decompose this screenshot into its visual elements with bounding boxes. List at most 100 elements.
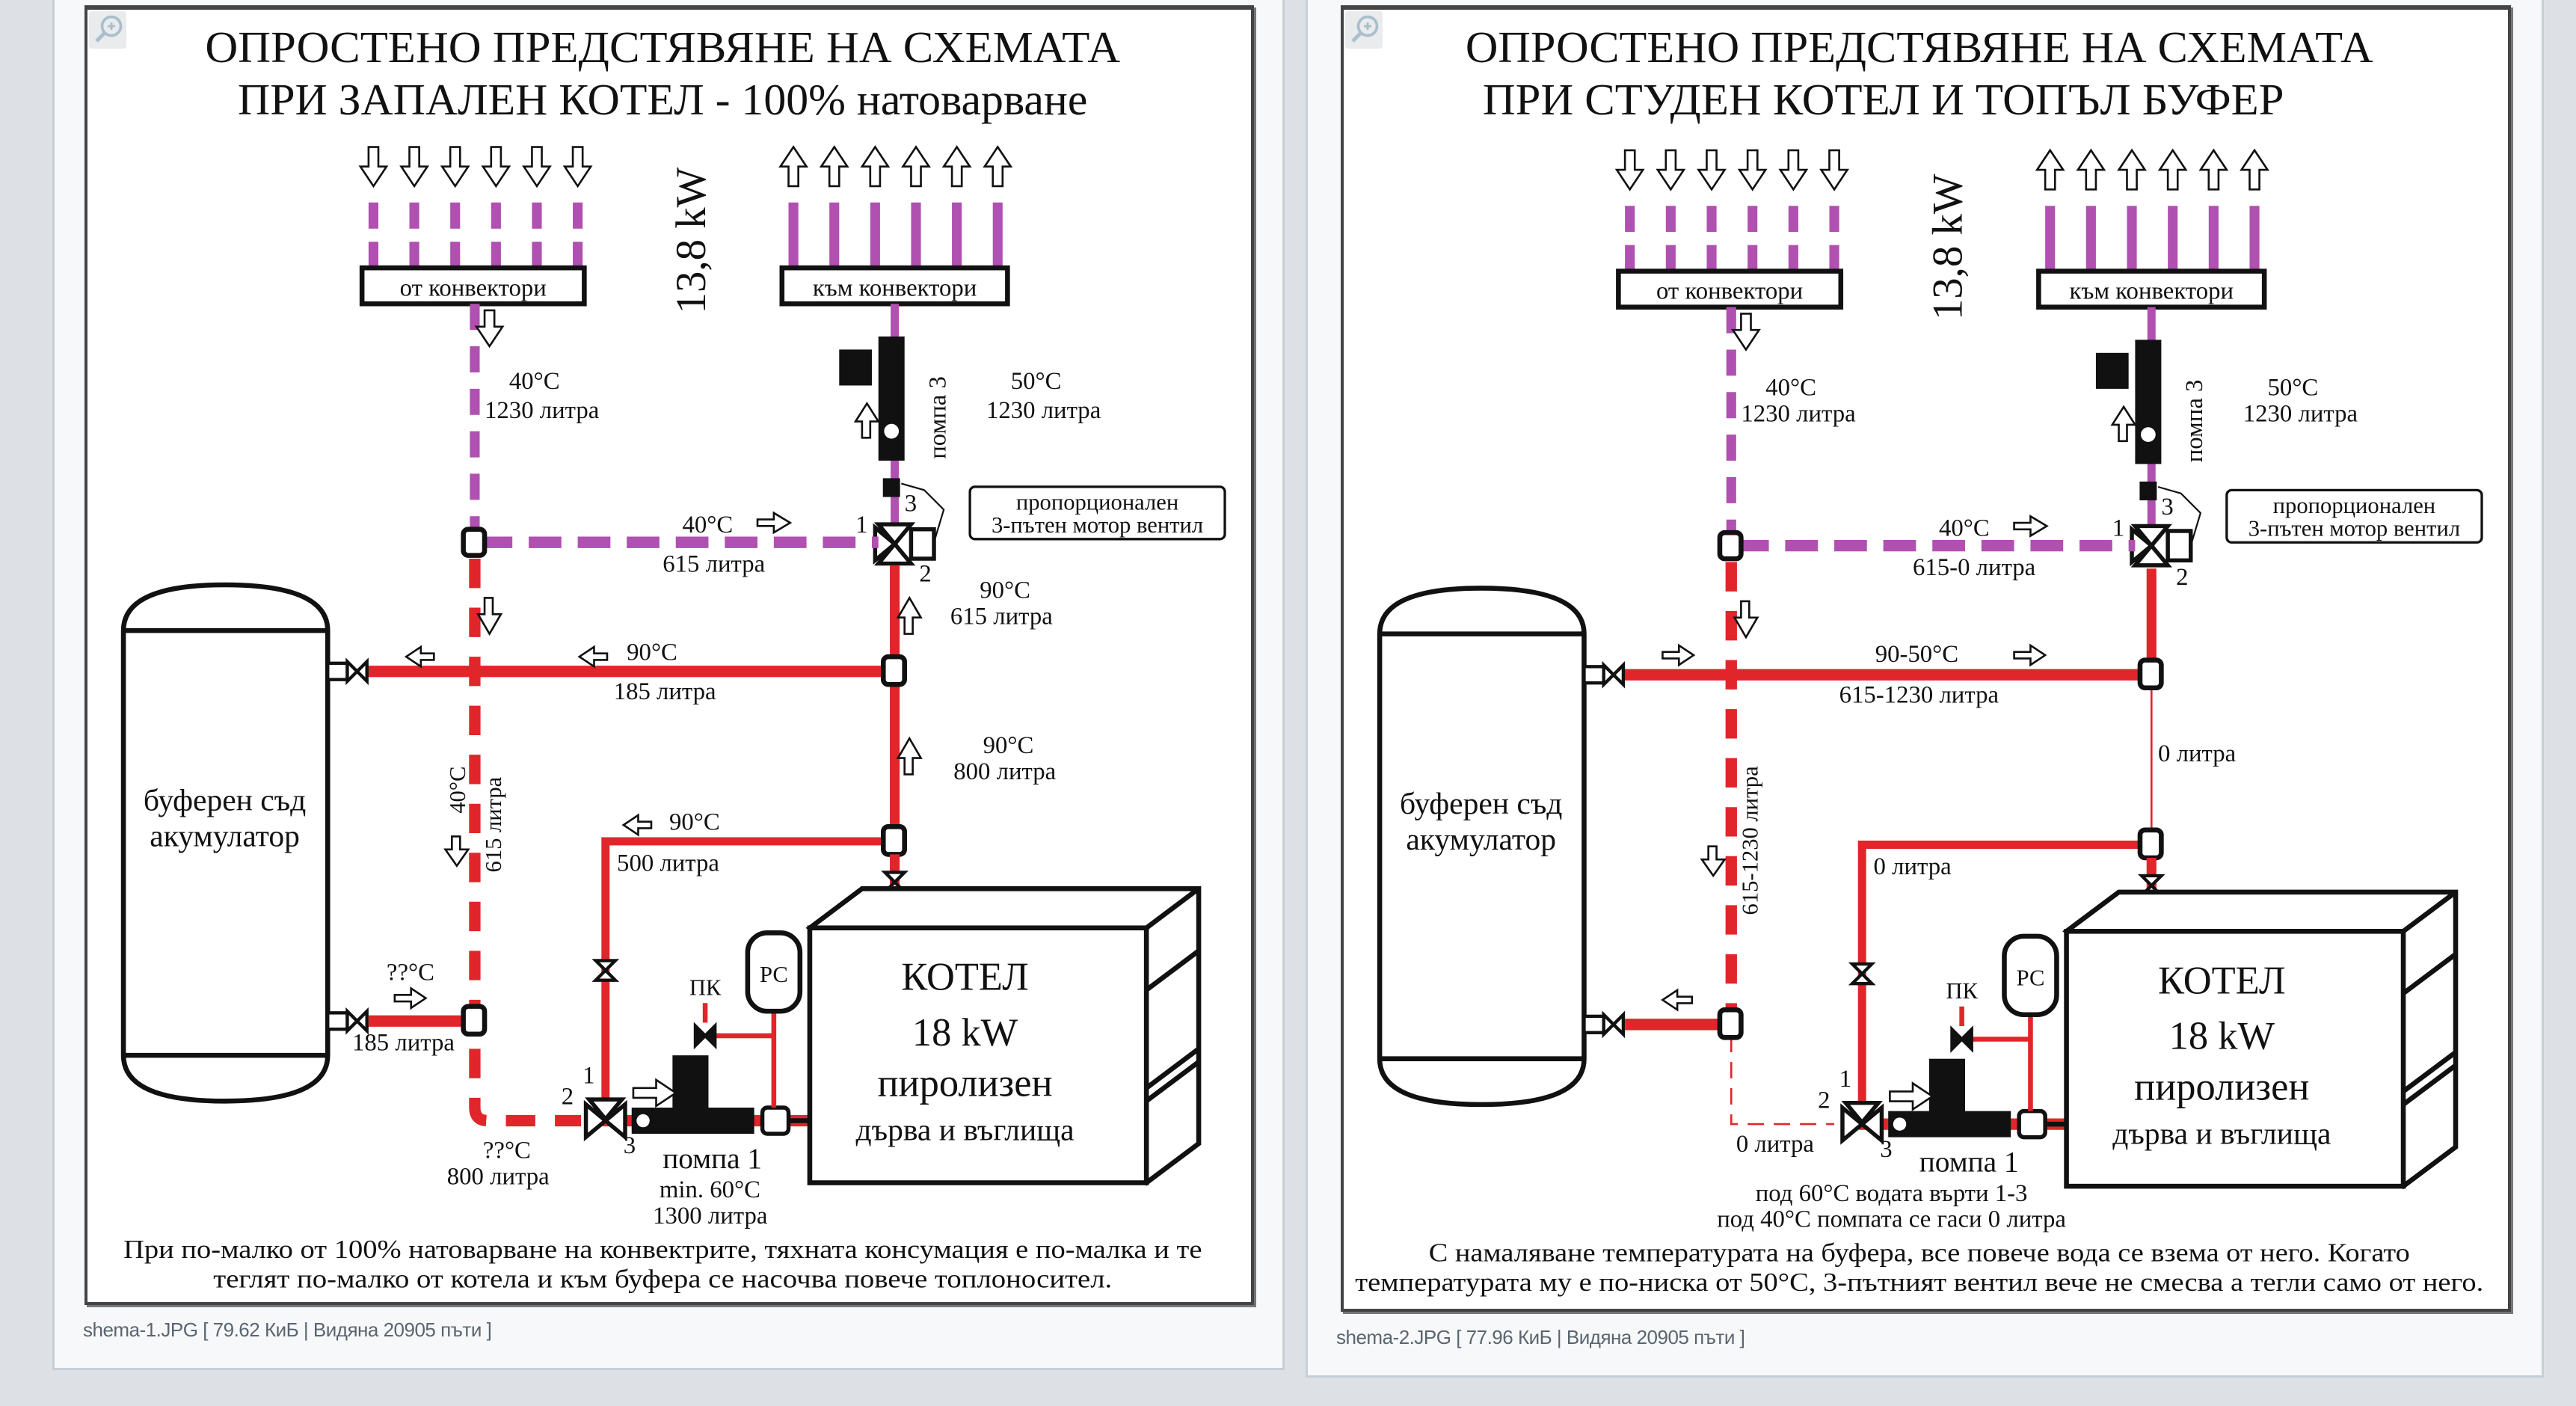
return-down-arrow (474, 309, 505, 349)
diagram-footer-line2: теглят по-малко от котела и към буфера с… (213, 1264, 1112, 1293)
buffer-bottom-valve-icon (326, 1007, 369, 1035)
expansion-vessel-label: РС (2017, 965, 2045, 990)
mix-flow: 0 литра (1736, 1131, 1815, 1158)
pump-1-label: помпа 1 (663, 1142, 762, 1175)
buffer-bottom-valve-icon (1582, 1010, 1626, 1039)
tee-recirc-icon (2137, 827, 2164, 861)
caption-bracket-open: [ (1456, 1326, 1461, 1348)
boiler-label-4: дърва и въглища (856, 1113, 1075, 1147)
mixing-valve-icon (583, 1097, 627, 1142)
pump-3-flow-arrow (853, 402, 881, 439)
return-convector-stubs (368, 202, 583, 271)
manifold-from-label: от конвектори (400, 274, 547, 301)
manifold-to-label: към конвектори (2069, 278, 2234, 305)
boiler-label-1: КОТЕЛ (2158, 959, 2286, 1002)
valve-label-2: 3-пътен мотор вентил (992, 512, 1203, 538)
mix-temp: ??°C (483, 1138, 531, 1164)
manifold-to-label: към конвектори (813, 274, 977, 301)
supply-flow: 1230 литра (2243, 401, 2358, 428)
expansion-vessel-icon (1968, 933, 2059, 1111)
valve-port-1: 1 (855, 512, 867, 538)
boiler-icon (2047, 889, 2459, 1190)
attachment-size: 79.62 КиБ (212, 1318, 299, 1341)
recirc-flow: 500 литра (617, 850, 719, 877)
buffer-top-flow: 185 литра (614, 678, 716, 705)
riser-up-arrow-2 (896, 736, 923, 776)
boiler-out-flow: 800 литра (953, 758, 1056, 785)
recirc-flow: 0 литра (1874, 853, 1952, 880)
pump-3-icon (839, 336, 905, 461)
attachment-filename-link[interactable]: shema-1.JPG (83, 1318, 198, 1341)
diagram-title-line1: ОПРОСТЕНО ПРЕДСТЯВЯНЕ НА СХЕМАТА (1466, 22, 2373, 72)
buffer-top-temp: 90°C (627, 639, 677, 666)
buffer-tank-icon (1377, 586, 1587, 1108)
schematic-diagram-2: ОПРОСТЕНО ПРЕДСТЯВЯНЕ НА СХЕМАТА ПРИ СТУ… (1355, 22, 2483, 1297)
return-flow: 1230 литра (1741, 401, 1856, 428)
valve-label-2: 3-пътен мотор вентил (2248, 516, 2460, 541)
down-flow: 615 литра (481, 776, 506, 872)
supply-temp: 50°C (1011, 368, 1062, 395)
manifold-to-convectors (779, 265, 1010, 307)
supply-flow-arrows (778, 145, 1013, 188)
zoom-in-icon (1351, 15, 1379, 43)
zoom-in-icon (95, 15, 123, 43)
valve-port-2: 2 (2176, 564, 2188, 591)
bypass-temp: 40°C (1939, 515, 1990, 542)
valve-callout-line (901, 482, 945, 543)
attachment-filename-link[interactable]: shema-2.JPG (1336, 1326, 1451, 1348)
tee-buffer-top-icon (881, 654, 907, 687)
buffer-top-arrow-1 (1662, 643, 1696, 667)
boiler-label-2: 18 kW (2169, 1015, 2275, 1058)
power-label: 13,8 kW (1925, 174, 1972, 320)
safety-valve-icon (693, 1022, 717, 1050)
diagram-title-line2: ПРИ СТУДЕН КОТЕЛ И ТОПЪЛ БУФЕР (1483, 75, 2284, 124)
attachment-image-1[interactable]: ОПРОСТЕНО ПРЕДСТЯВЯНЕ НА СХЕМАТА ПРИ ЗАП… (84, 5, 1254, 1305)
safety-valve-icon (1950, 1025, 1973, 1053)
recirc-valve-icon (1848, 962, 1876, 986)
tee-bypass-icon (461, 527, 488, 558)
mix-port-1: 1 (582, 1062, 594, 1089)
buffer-top-valve-icon (326, 657, 369, 686)
buffer-name-2: акумулатор (1406, 822, 1556, 856)
pump-1-note-1: под 60°C водата върти 1-3 (1756, 1180, 2028, 1207)
diagram-title-line2: ПРИ ЗАПАЛЕН КОТЕЛ - 100% натоварване (238, 75, 1087, 124)
buffer-top-arrow-1 (404, 645, 435, 669)
bypass-arrow (2013, 515, 2049, 538)
zoom-in-button-2[interactable] (1345, 11, 1383, 49)
down-arrow-1 (1733, 600, 1759, 639)
attachment-card-1: ОПРОСТЕНО ПРЕДСТЯВЯНЕ НА СХЕМАТА ПРИ ЗАП… (52, 0, 1285, 1370)
riser-up-arrow-1 (896, 595, 923, 635)
buffer-top-temp: 90-50°C (1875, 641, 1958, 668)
buffer-bottom-flow: 185 литра (352, 1030, 455, 1057)
boiler-out-flow: 0 литра (2158, 740, 2237, 767)
valve-label-1: пропорционален (2273, 493, 2436, 518)
boiler-label-2: 18 kW (912, 1011, 1018, 1054)
mix-flow: 800 литра (447, 1164, 550, 1191)
buffer-bottom-arrow (1661, 988, 1694, 1012)
buffer-top-flow: 615-1230 литра (1839, 681, 1999, 708)
attachment-image-2[interactable]: ОПРОСТЕНО ПРЕДСТЯВЯНЕ НА СХЕМАТА ПРИ СТУ… (1341, 5, 2511, 1312)
return-temp: 40°C (1765, 375, 1816, 402)
attachment-view-count: Видяна 20905 пъти (1566, 1326, 1735, 1348)
pump-3-label: помпа 3 (2181, 380, 2208, 463)
supply-convector-stubs (2045, 206, 2260, 274)
manifold-to-convectors (2036, 268, 2267, 310)
bypass-flow: 615 литра (663, 550, 765, 577)
valve-callout-box (2225, 488, 2483, 544)
manifold-from-convectors (359, 265, 587, 307)
caption-bracket-open: [ (203, 1318, 208, 1341)
boiler-label-3: пиролизен (2134, 1065, 2309, 1108)
recirc-pipe (1857, 841, 2145, 1108)
buffer-bottom-arrow (393, 986, 428, 1010)
boiler-label-4: дърва и въглища (2112, 1116, 2331, 1150)
pump-1-note-2: под 40°C помпата се гаси 0 литра (1717, 1206, 2066, 1233)
manifold-from-label: от конвектори (1656, 278, 1803, 305)
pump-1-tee-icon (2017, 1108, 2047, 1140)
supply-temp: 50°C (2268, 375, 2319, 402)
down-arrow-2 (443, 835, 470, 868)
bypass-arrow (756, 511, 793, 535)
zoom-in-button-1[interactable] (89, 11, 126, 49)
safety-valve-label: ПК (1946, 978, 1978, 1004)
mixing-valve-icon (1840, 1100, 1884, 1145)
down-arrow-2 (1700, 845, 1727, 878)
